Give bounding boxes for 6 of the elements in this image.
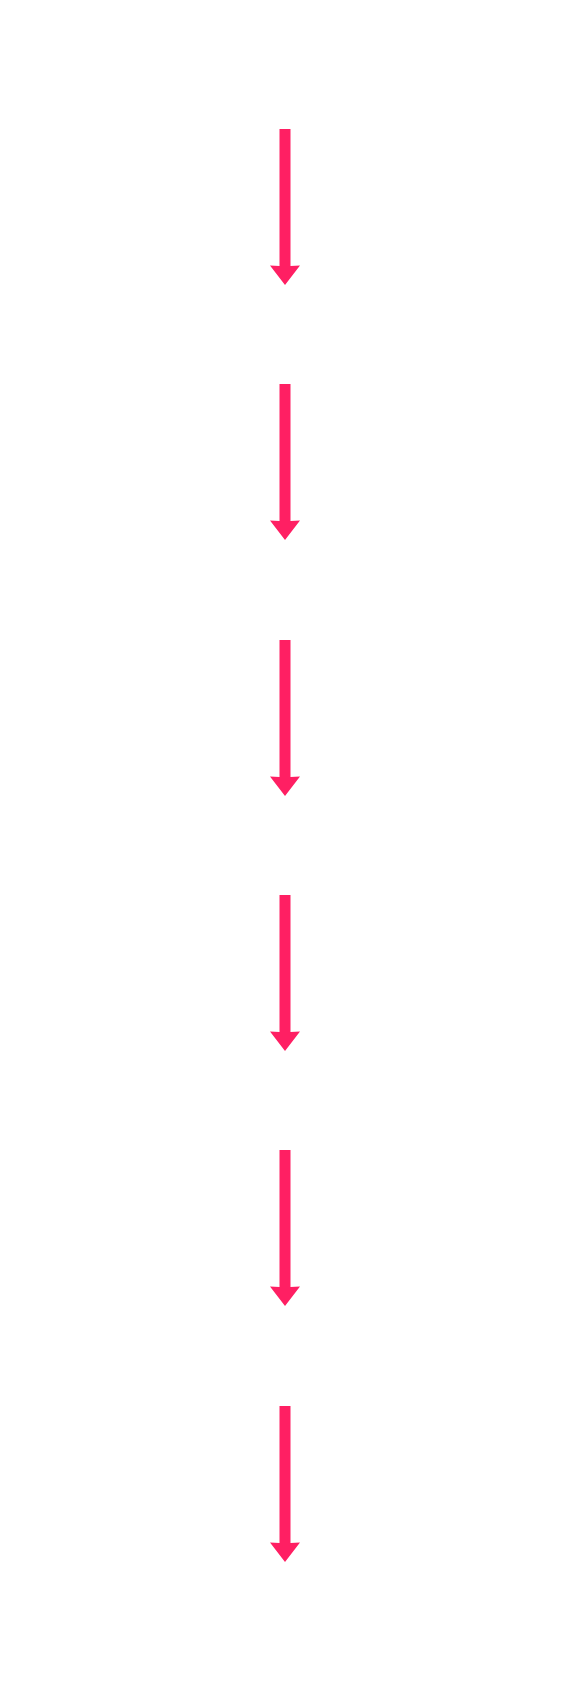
- arrow: [270, 1150, 300, 1307]
- arrow: [270, 1405, 300, 1562]
- arrow: [270, 894, 300, 1051]
- arrow: [270, 384, 300, 541]
- arrow: [270, 639, 300, 796]
- arrow: [270, 129, 300, 285]
